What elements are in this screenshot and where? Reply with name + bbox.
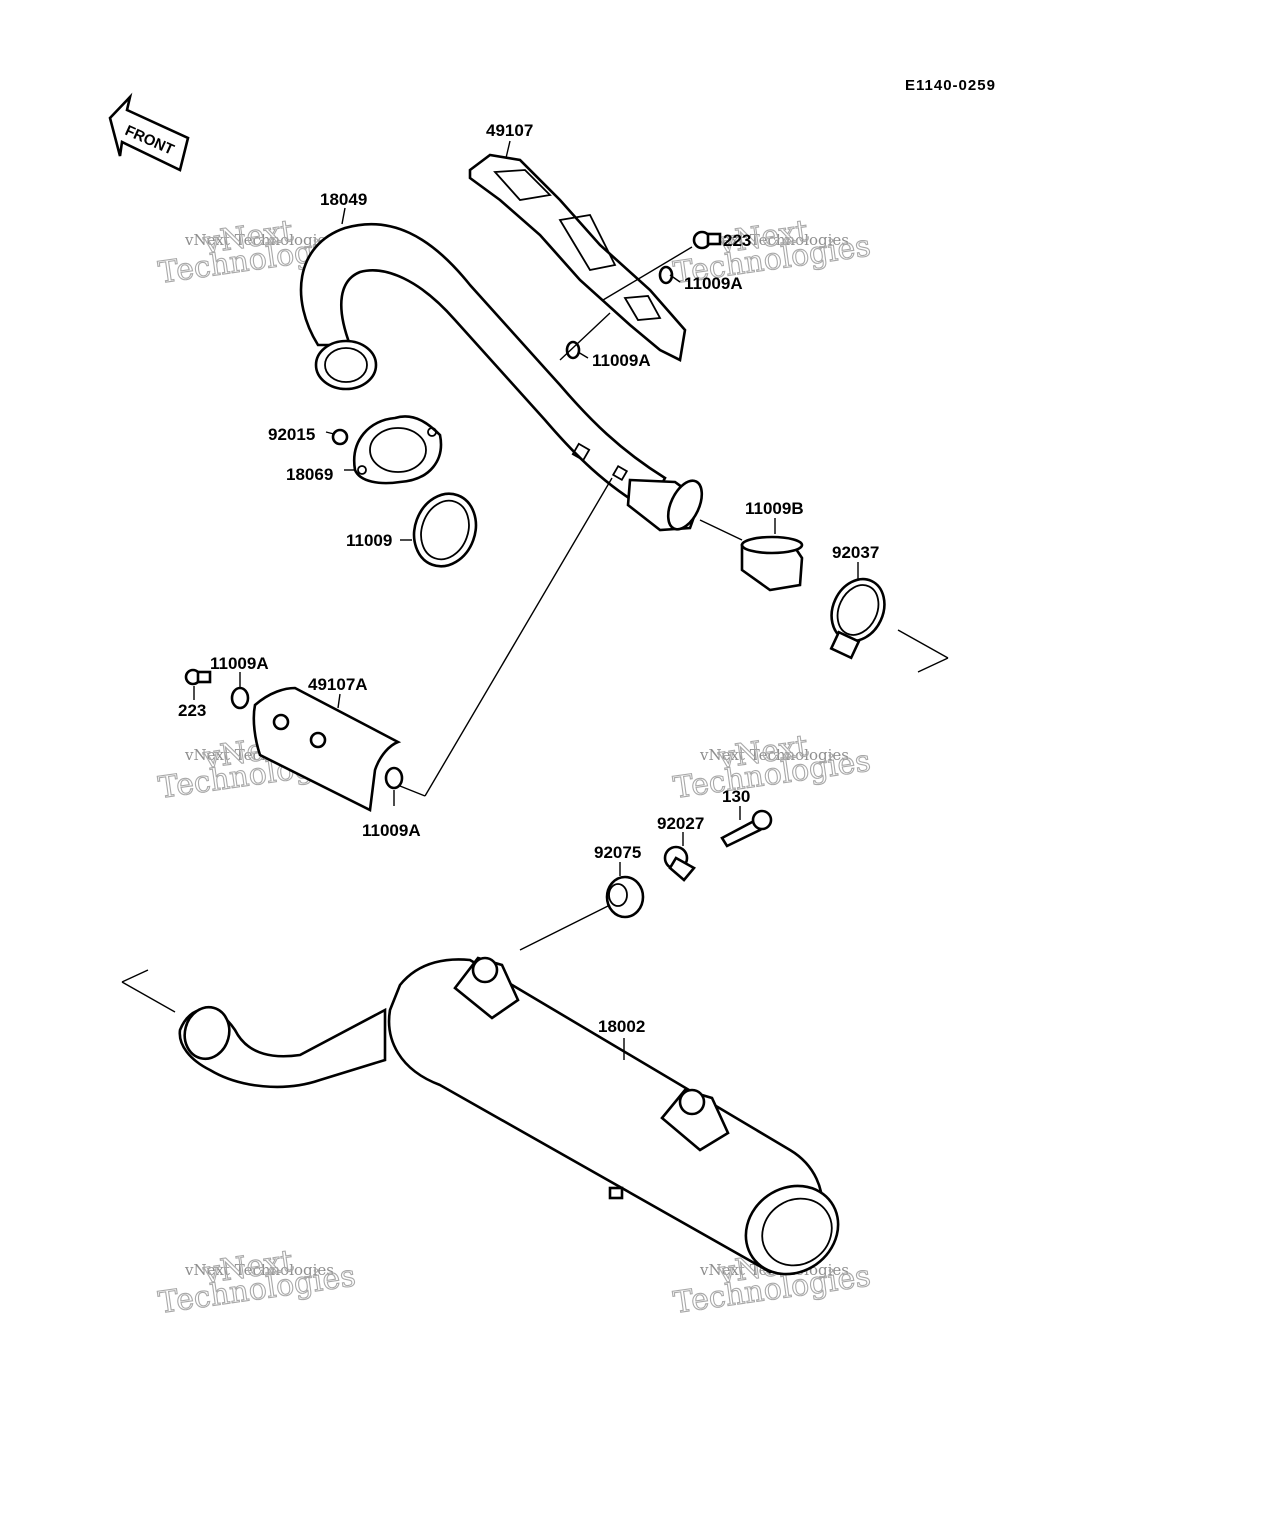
callout-92037: 92037: [832, 543, 879, 562]
sleeve-11009b[interactable]: [740, 535, 804, 592]
callout-11009: 11009: [346, 531, 392, 550]
svg-text:vNext Technologies: vNext Technologies: [184, 231, 334, 249]
callout-49107: 49107: [486, 121, 533, 140]
callout-11009a-top: 11009A: [684, 274, 743, 293]
collar-92027[interactable]: [663, 845, 697, 882]
header-pipe-18049[interactable]: [299, 222, 709, 534]
callout-18069: 18069: [286, 465, 333, 484]
front-arrow-icon: FRONT: [108, 92, 190, 172]
washer-11009a-left[interactable]: [230, 686, 250, 710]
callout-11009a-bottom: 11009A: [362, 821, 421, 840]
muffler-18002[interactable]: [178, 956, 855, 1292]
callout-223-top: 223: [723, 231, 751, 250]
svg-text:vNext Technologies: vNext Technologies: [699, 746, 849, 764]
bolt-223-top[interactable]: [692, 230, 722, 250]
callout-labels: 49107 18049 223 11009A 11009A 92015 1806…: [178, 121, 879, 1036]
washer-11009a-bottom[interactable]: [384, 766, 404, 790]
callout-92027: 92027: [657, 814, 704, 833]
svg-text:vNext Technologies: vNext Technologies: [184, 1261, 334, 1279]
diagram-code: E1140-0259: [905, 77, 996, 94]
cover-49107a[interactable]: [252, 686, 402, 812]
callout-11009a-mid: 11009A: [592, 351, 651, 370]
grommet-92075[interactable]: [605, 875, 645, 919]
leader-lines: [121, 140, 949, 1060]
bolt-130[interactable]: [720, 809, 773, 848]
callout-92075: 92075: [594, 843, 641, 862]
gasket-11009[interactable]: [404, 485, 486, 575]
callout-49107a: 49107A: [308, 675, 368, 694]
bolt-223-left[interactable]: [184, 668, 212, 686]
callout-130: 130: [722, 787, 750, 806]
washer-11009a-top[interactable]: [658, 265, 674, 285]
callout-11009b: 11009B: [745, 499, 804, 518]
nut-92015[interactable]: [331, 428, 349, 446]
callout-92015: 92015: [268, 425, 315, 444]
callout-18002: 18002: [598, 1017, 645, 1036]
callout-18049: 18049: [320, 190, 367, 209]
svg-text:vNext Technologies: vNext Technologies: [699, 231, 849, 249]
washer-11009a-mid[interactable]: [565, 340, 581, 360]
flange-18069[interactable]: [352, 415, 443, 485]
callout-11009a-left: 11009A: [210, 654, 269, 673]
clamp-92037[interactable]: [822, 570, 894, 660]
heat-guard-49107[interactable]: [468, 153, 687, 362]
callout-223-left: 223: [178, 701, 206, 720]
